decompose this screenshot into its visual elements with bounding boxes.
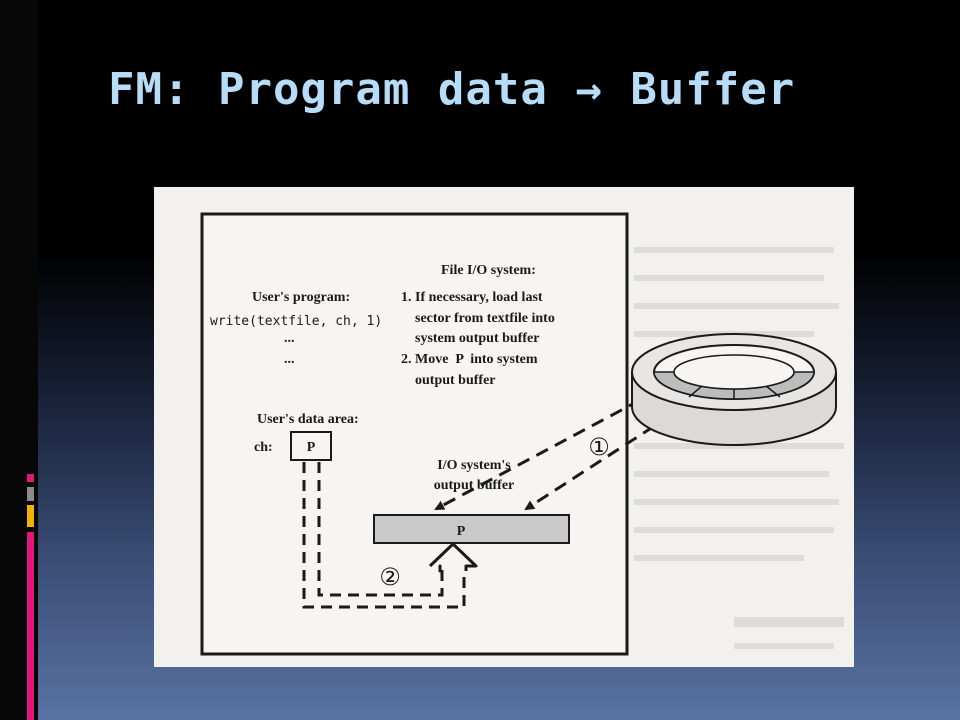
load-arrow-left (434, 388, 660, 511)
buffer-label-line-2: output buffer (434, 478, 515, 493)
file-io-step-1-cont-b: system output buffer (401, 331, 539, 346)
ch-label: ch: (254, 440, 273, 455)
file-io-diagram: File I/O system: 1. If necessary, load l… (200, 212, 844, 656)
left-accent-strip (0, 0, 38, 720)
file-io-step-2-cont: output buffer (401, 373, 496, 388)
ch-value: P (307, 440, 316, 455)
diagram-frame (200, 212, 629, 656)
step-1-marker: ① (588, 433, 610, 461)
output-buffer-box (373, 514, 570, 544)
file-io-step-2: 2. Move P into system (401, 352, 538, 367)
move-path-inner (317, 462, 444, 597)
file-io-step-1: 1. If necessary, load last (401, 290, 543, 305)
textbook-figure: File I/O system: 1. If necessary, load l… (154, 187, 854, 667)
program-ellipsis-1: ... (284, 331, 295, 346)
buffer-label-line-1: I/O system's (437, 458, 511, 473)
file-io-step-1-cont-a: sector from textfile into (401, 311, 555, 326)
buffer-value: P (457, 524, 466, 539)
move-path-outer (302, 462, 466, 609)
background-book-text (634, 247, 844, 649)
ch-variable-box (290, 431, 332, 461)
disk-icon (631, 333, 837, 446)
program-line: write(textfile, ch, 1) (210, 314, 382, 329)
data-area-label: User's data area: (257, 412, 359, 427)
program-ellipsis-2: ... (284, 352, 295, 367)
accent-bar-gray (27, 487, 34, 501)
accent-bar-pink-long (27, 532, 34, 720)
move-arrowhead (428, 542, 478, 573)
step-2-marker: ② (379, 563, 401, 591)
accent-bar-gold (27, 505, 34, 527)
accent-bar-pink-small (27, 474, 34, 482)
load-arrow-right (524, 390, 708, 511)
file-io-heading: File I/O system: (441, 263, 536, 278)
users-program-label: User's program: (252, 290, 350, 305)
slide-title: FM: Program data → Buffer (108, 64, 796, 115)
